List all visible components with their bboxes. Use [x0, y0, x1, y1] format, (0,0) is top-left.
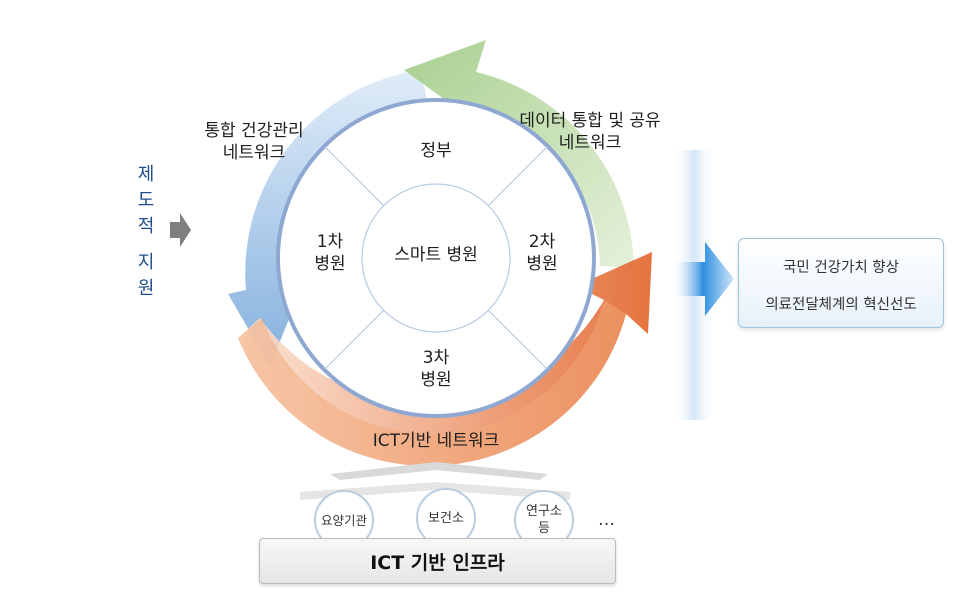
- data-sharing-network-label: 데이터 통합 및 공유 네트워크: [519, 111, 661, 153]
- integrated-health-network-label: 통합 건강관리 네트워크: [204, 121, 304, 163]
- outcome-line: 의료전달체계의 혁신선도: [765, 297, 917, 313]
- side-char: 제: [137, 164, 155, 185]
- outcome-box: 국민 건강가치 향상 의료전달체계의 혁신선도: [738, 238, 944, 328]
- side-char: 지: [137, 252, 155, 273]
- blue-cycle-arrow: [228, 70, 428, 366]
- side-char: 원: [137, 278, 155, 299]
- institutional-support-label: 제 도 적 지 원: [134, 162, 158, 302]
- hub-circle: [276, 98, 596, 418]
- hub-primary-hospital: 1차 병원: [314, 232, 346, 274]
- ict-network-label: ICT기반 네트워크: [372, 431, 500, 451]
- ict-infrastructure-base: ICT 기반 인프라: [259, 538, 616, 584]
- institutional-support-arrow: [170, 213, 191, 247]
- infra-more-ellipsis: …: [598, 510, 615, 530]
- side-char: 도: [137, 190, 155, 211]
- outcome-flow-arrow: [672, 150, 734, 420]
- side-char: 적: [137, 216, 155, 237]
- hub-secondary-hospital: 2차 병원: [526, 232, 558, 274]
- green-cycle-arrow: [404, 40, 634, 268]
- outcome-line: 국민 건강가치 향상: [783, 260, 899, 276]
- orange-cycle-arrow: [238, 252, 652, 466]
- hub-tertiary-hospital: 3차 병원: [420, 348, 452, 390]
- hub-government: 정부: [420, 141, 452, 161]
- hub-smart-hospital: 스마트 병원: [394, 245, 478, 265]
